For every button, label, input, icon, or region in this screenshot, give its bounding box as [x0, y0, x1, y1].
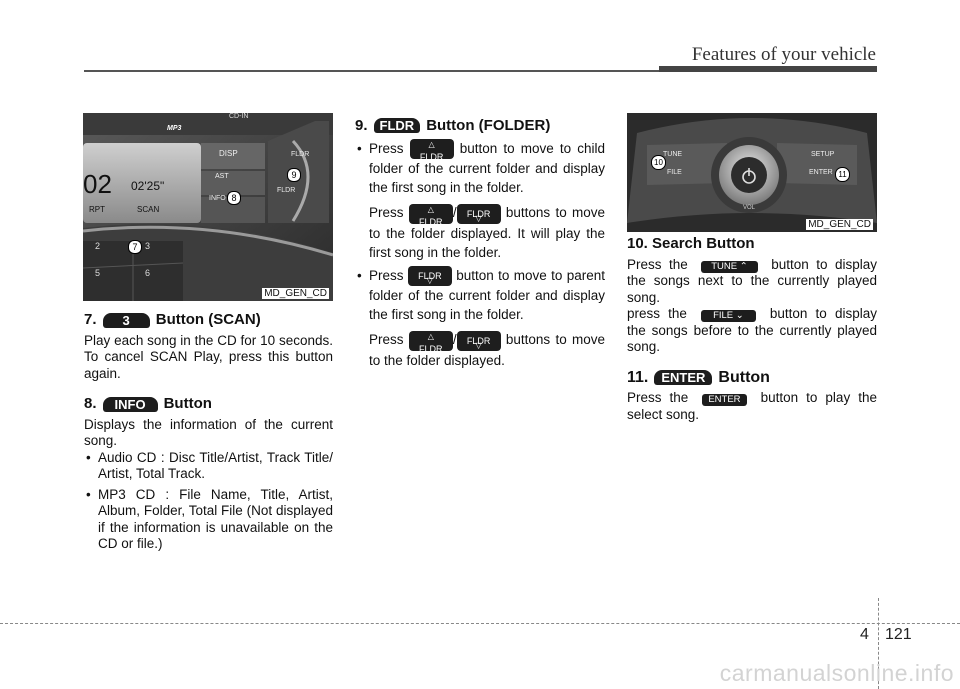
enter-button[interactable]: ENTER	[809, 169, 833, 176]
control-panel-photo: TUNE FILE SETUP ENTER VOL 10 11 MD_GEN_C…	[627, 113, 877, 232]
fldr-up-key-icon: △FLDR	[408, 330, 453, 354]
section-9-title: Button (FOLDER)	[426, 117, 551, 134]
section-8-text: Displays the information of the current …	[84, 416, 333, 449]
enter-key-icon: ENTER	[702, 394, 747, 406]
section-9-bullet-parent: Press FLDR▽ button to move to parent fol…	[355, 266, 605, 324]
footer-dashed-rule	[0, 623, 960, 624]
column-right: 10. Search Button Press the TUNE ⌃ butto…	[627, 235, 877, 423]
section-9-bullet-child: Press △FLDR button to move to child fold…	[355, 139, 605, 197]
fldr-up-key-icon: △FLDR	[408, 203, 453, 227]
column-left: 7. 3 Button (SCAN) Play each song in the…	[84, 311, 333, 553]
file-key-icon: FILE ⌄	[701, 310, 756, 322]
fldr-down-button[interactable]: FLDR	[277, 187, 296, 194]
chapter-number: 4	[860, 626, 869, 643]
footer-dashed-divider	[878, 598, 879, 689]
setup-button[interactable]: SETUP	[811, 151, 835, 158]
press-text-3: Press	[369, 267, 404, 283]
header-rule-bar	[659, 66, 877, 72]
press-text-4: Press	[369, 332, 404, 348]
section-11-number: 11.	[627, 368, 649, 386]
page-header-title: Features of your vehicle	[691, 44, 876, 65]
section-10-para-tune: Press the TUNE ⌃ button to display the s…	[627, 257, 877, 307]
press-the-text-3: Press the	[627, 390, 689, 405]
parent-move-text: buttons to move to the folder displayed.	[369, 332, 605, 368]
file-button[interactable]: FILE	[667, 169, 682, 176]
info-button[interactable]: INFO	[209, 195, 226, 202]
section-7-heading: 7. 3 Button (SCAN)	[84, 311, 333, 329]
parent-folder-text: button to move to parent folder of the c…	[369, 267, 605, 323]
fldr-down-key-icon: FLDR▽	[456, 330, 501, 351]
audio-unit-photo: CD-IN MP3 DISP AST INFO FLDR FLDR 02 02'…	[83, 113, 333, 301]
tune-button[interactable]: TUNE	[663, 151, 683, 158]
tune-desc: button to display the songs next to the …	[627, 256, 877, 305]
press-text-2: Press	[369, 205, 404, 221]
left-image-caption: MD_GEN_CD	[262, 288, 329, 299]
slash: /	[452, 332, 457, 348]
press-the-text: Press the	[627, 256, 688, 272]
fldr-badge: FLDR	[373, 118, 421, 133]
section-9-parent-press-both: Press △FLDR/FLDR▽ buttons to move to the…	[355, 330, 605, 369]
header-rule	[84, 70, 877, 72]
section-9-child-press-both: Press △FLDR/FLDR▽ buttons to move to the…	[355, 203, 605, 261]
tune-key-icon: TUNE ⌃	[701, 260, 758, 273]
fldr-up-button[interactable]: FLDR	[291, 151, 310, 158]
file-desc: button to display the songs before to th…	[627, 306, 877, 354]
preset-6-button[interactable]: 6	[145, 268, 151, 278]
callout-9: 9	[287, 168, 301, 182]
info-badge: INFO	[102, 396, 158, 412]
section-11-text: Press the ENTER button to play the selec…	[627, 390, 877, 423]
preset-2-button[interactable]: 2	[95, 241, 101, 251]
enter-desc: button to play the select song.	[627, 390, 877, 422]
disp-button[interactable]: DISP	[219, 149, 238, 158]
section-7-text: Play each song in the CD for 10 seconds.…	[84, 332, 333, 381]
slash: /	[452, 205, 457, 221]
section-8-heading: 8. INFO Button	[84, 395, 333, 413]
display-time-small: 02'25"	[131, 179, 165, 193]
cd-in-label: CD-IN	[229, 113, 249, 120]
audio-unit-illustration	[83, 113, 333, 301]
callout-8: 8	[227, 191, 241, 205]
press-the-text-2: press the	[627, 306, 687, 321]
scan-label: SCAN	[137, 205, 160, 214]
section-8-title: Button	[163, 395, 212, 412]
enter-badge: ENTER	[654, 370, 713, 386]
press-text-1: Press	[369, 141, 404, 156]
fldr-down-key-icon: FLDR▽	[456, 203, 501, 224]
section-11-title: Button	[718, 368, 770, 386]
section-9-heading: 9. FLDR Button (FOLDER)	[355, 116, 605, 135]
fldr-up-key-icon: △FLDR	[409, 139, 454, 162]
vol-knob-label: VOL	[743, 205, 756, 211]
section-10-heading: 10. Search Button	[627, 235, 755, 252]
preset-3-button[interactable]: 3	[145, 241, 151, 251]
right-image-caption: MD_GEN_CD	[806, 219, 873, 230]
ast-button[interactable]: AST	[215, 173, 229, 180]
section-7-title: Button (SCAN)	[155, 311, 261, 328]
preset-3-badge: 3	[102, 312, 150, 328]
section-10-para-file: press the FILE ⌄ button to display the s…	[627, 306, 877, 356]
section-8-number: 8.	[84, 395, 97, 412]
section-7-number: 7.	[84, 311, 97, 328]
callout-11: 11	[835, 167, 850, 182]
fldr-down-key-icon: FLDR▽	[407, 266, 452, 287]
preset-5-button[interactable]: 5	[95, 268, 101, 278]
child-move-text: buttons to move to the folder displayed.…	[369, 205, 605, 260]
mp3-label: MP3	[167, 125, 182, 132]
page-number: 121	[885, 626, 912, 643]
site-watermark: carmanualsonline.info	[719, 660, 954, 686]
callout-10: 10	[651, 155, 666, 170]
display-time-large: 02	[83, 169, 112, 199]
section-8-bullet-mp3-cd: MP3 CD : File Name, Title, Artist, Album…	[84, 487, 333, 553]
section-11-heading: 11. ENTER Button	[627, 368, 877, 387]
rpt-label: RPT	[89, 205, 105, 214]
section-8-bullet-audio-cd: Audio CD : Disc Title/Artist, Track Titl…	[84, 450, 333, 483]
column-middle: 9. FLDR Button (FOLDER) Press △FLDR butt…	[355, 116, 605, 370]
section-9-number: 9.	[355, 117, 368, 134]
child-folder-text: button to move to child folder of the cu…	[369, 141, 605, 196]
callout-7: 7	[128, 240, 142, 254]
